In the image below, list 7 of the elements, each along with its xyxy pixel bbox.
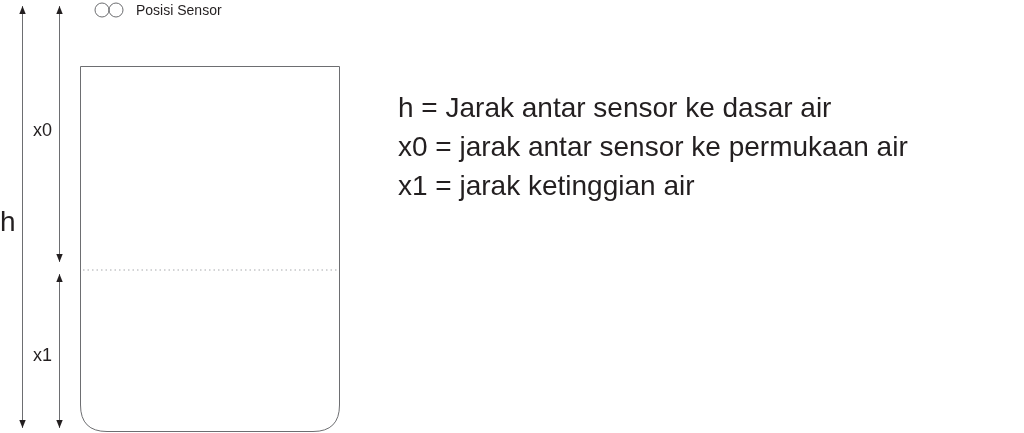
dimension-label: h [0,208,16,236]
dimension-label: x0 [33,121,52,139]
definition-text: x0 = jarak antar sensor ke permukaan air [398,133,908,161]
definition-text: h = Jarak antar sensor ke dasar air [398,94,832,122]
dimension-label: x1 [33,346,52,364]
definition-text: x1 = jarak ketinggian air [398,172,695,200]
sensor-label: Posisi Sensor [136,3,222,17]
